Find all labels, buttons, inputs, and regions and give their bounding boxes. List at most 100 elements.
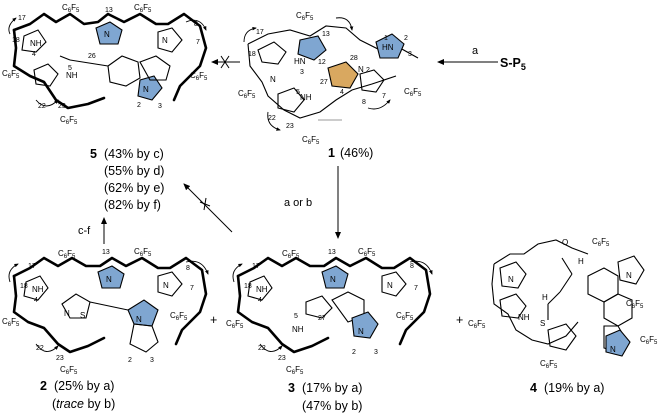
svg-text:23: 23: [286, 123, 294, 130]
svg-text:N: N: [64, 309, 70, 318]
svg-text:HN: HN: [294, 57, 306, 66]
svg-text:8: 8: [410, 263, 414, 270]
svg-text:4: 4: [258, 297, 262, 304]
svg-text:13: 13: [105, 7, 113, 14]
svg-text:N: N: [270, 75, 276, 84]
svg-text:N: N: [136, 315, 142, 324]
svg-text:NH: NH: [66, 71, 78, 80]
svg-text:3: 3: [158, 103, 162, 110]
svg-text:17: 17: [256, 29, 264, 36]
compound-2-yield-trace: (trace by b): [52, 397, 115, 411]
svg-text:S: S: [540, 319, 545, 328]
svg-text:22: 22: [268, 115, 276, 122]
svg-text:7: 7: [382, 93, 386, 100]
svg-text:17: 17: [28, 263, 36, 270]
compound-1-yield: (46%): [340, 146, 373, 160]
svg-text:N: N: [358, 327, 364, 336]
svg-text:23: 23: [278, 355, 286, 362]
svg-text:28: 28: [350, 55, 358, 62]
svg-text:27: 27: [318, 315, 326, 322]
svg-text:23: 23: [56, 355, 64, 362]
svg-text:8: 8: [186, 265, 190, 272]
compound-4-yield: (19% by a): [544, 381, 604, 395]
svg-text:22: 22: [258, 345, 266, 352]
svg-text:N: N: [162, 36, 168, 45]
svg-text:N: N: [163, 281, 169, 290]
svg-text:H: H: [542, 293, 548, 302]
svg-text:2: 2: [366, 67, 370, 74]
svg-text:3: 3: [374, 349, 378, 356]
svg-text:5: 5: [296, 89, 300, 96]
svg-text:23: 23: [58, 103, 66, 110]
svg-text:N: N: [626, 271, 632, 280]
svg-text:2: 2: [128, 357, 132, 364]
svg-text:18: 18: [244, 283, 252, 290]
svg-text:2: 2: [404, 35, 408, 42]
svg-text:HN: HN: [382, 43, 394, 52]
plus-sign-2: +: [456, 313, 463, 327]
compound-2-structure: NH 4 N N N S N 2 3 13 17 18 8 7 22 23: [2, 247, 209, 376]
compound-2-yield: (25% by a): [54, 379, 114, 393]
svg-text:13: 13: [328, 249, 336, 256]
svg-text:N: N: [106, 275, 112, 284]
svg-text:13: 13: [102, 249, 110, 256]
plus-sign-1: +: [210, 313, 217, 327]
svg-text:N: N: [387, 281, 393, 290]
svg-text:NH: NH: [292, 325, 304, 334]
reagent-a-label: a: [472, 45, 479, 57]
compound-3-yield-a: (17% by a): [302, 381, 362, 395]
svg-text:S: S: [80, 311, 85, 320]
svg-text:17: 17: [18, 15, 26, 22]
svg-text:18: 18: [20, 283, 28, 290]
svg-text:NH: NH: [518, 313, 530, 322]
compound-1-structure: HN 3 HN 1 2 3 N N 2 NH 5 12 13 17 18 28 …: [238, 11, 423, 146]
svg-text:5: 5: [294, 313, 298, 320]
svg-text:N: N: [143, 85, 149, 94]
compound-2-number: 2: [40, 379, 47, 393]
svg-text:N: N: [358, 65, 364, 74]
svg-text:3: 3: [300, 69, 304, 76]
compound-4-structure: O H H S NH N N N: [468, 237, 659, 370]
svg-text:3: 3: [150, 357, 154, 364]
svg-text:C6F5: C6F5: [302, 135, 320, 146]
compound-5-yield-d: (55% by d): [104, 164, 164, 178]
svg-text:26: 26: [88, 53, 96, 60]
svg-text:4: 4: [32, 51, 36, 58]
svg-text:3: 3: [408, 51, 412, 58]
compound-5-yield-e: (62% by e): [104, 181, 164, 195]
svg-text:NH: NH: [256, 285, 268, 294]
svg-text:5: 5: [68, 65, 72, 72]
reagent-s-p5-label: S-P5: [500, 56, 526, 72]
svg-text:4: 4: [340, 89, 344, 96]
svg-text:8: 8: [362, 99, 366, 106]
svg-text:18: 18: [12, 37, 20, 44]
compound-5-number: 5: [90, 147, 97, 161]
svg-text:O: O: [562, 238, 568, 247]
compound-5-structure: NH 4 N N NH 5 N 2 3 26 17 18 13 8 7 22 2…: [2, 3, 209, 126]
compound-3-number: 3: [288, 381, 295, 395]
reagent-c-f-label: c-f: [78, 225, 91, 237]
compound-1-number: 1: [328, 146, 335, 160]
compound-5-yield-c: (43% by c): [104, 147, 164, 161]
reagent-a-or-b-label: a or b: [284, 197, 312, 209]
svg-text:8: 8: [194, 21, 198, 28]
svg-text:2: 2: [352, 349, 356, 356]
svg-text:17: 17: [252, 263, 260, 270]
svg-text:N: N: [508, 275, 514, 284]
svg-text:18: 18: [248, 51, 256, 58]
svg-text:N: N: [330, 275, 336, 284]
svg-text:1: 1: [384, 35, 388, 42]
compound-4-number: 4: [530, 381, 537, 395]
svg-text:27: 27: [320, 79, 328, 86]
svg-text:13: 13: [322, 31, 330, 38]
svg-text:7: 7: [196, 39, 200, 46]
svg-text:2: 2: [137, 102, 141, 109]
compound-3-structure: NH 4 N N NH 5 N 2 3 27 13 17 18 8 7 22 2…: [226, 247, 433, 376]
svg-text:12: 12: [318, 59, 326, 66]
svg-text:N: N: [610, 345, 616, 354]
svg-text:N: N: [104, 30, 110, 39]
nh-label: NH: [30, 39, 42, 48]
svg-text:H: H: [578, 257, 584, 266]
reaction-arrows: [101, 55, 498, 244]
